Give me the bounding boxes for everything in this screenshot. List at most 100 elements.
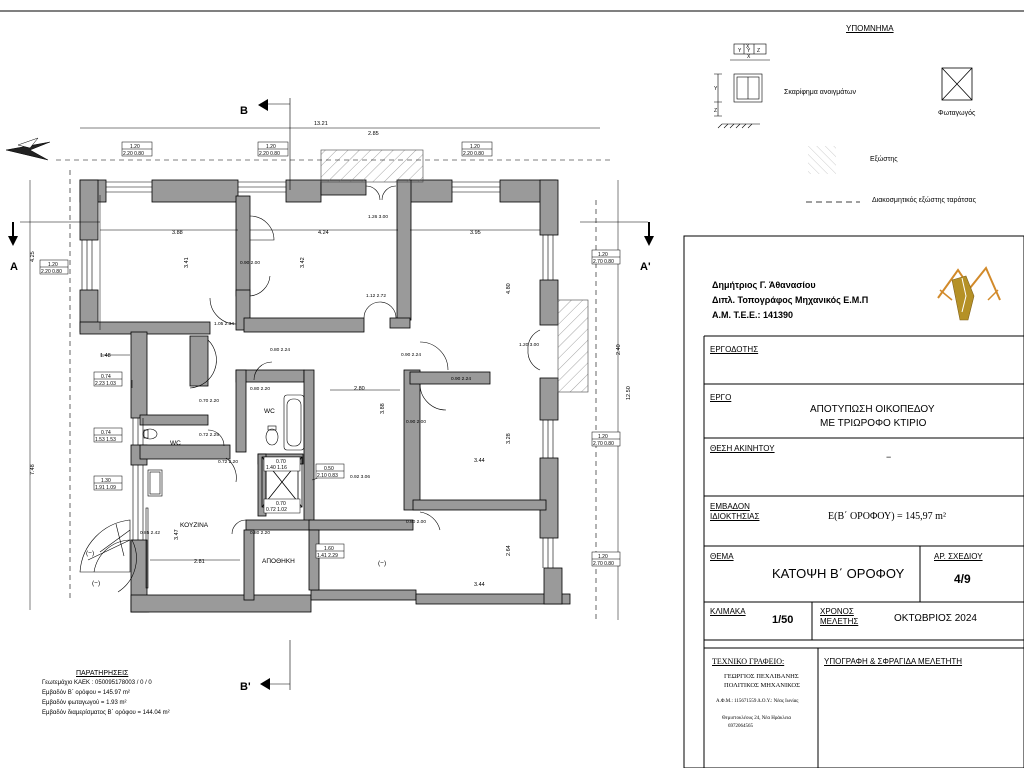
legend-openings-icon <box>714 43 770 129</box>
dim-label: 7.48 <box>30 464 36 475</box>
drawing-number-value: 4/9 <box>954 572 971 586</box>
svg-text:2.23 1.03: 2.23 1.03 <box>95 381 116 387</box>
door-swings <box>117 185 541 593</box>
dim-label: 2.64 <box>506 545 512 556</box>
svg-text:0.72 1.02: 0.72 1.02 <box>266 507 287 513</box>
svg-text:0.80 2.20: 0.80 2.20 <box>250 530 270 536</box>
room-wc-1: WC <box>264 408 275 415</box>
level-marker: (−) <box>92 580 100 587</box>
section-arrow-b-prime <box>260 678 270 690</box>
room-kitchen: ΚΟΥΖΙΝΑ <box>180 522 209 529</box>
svg-text:0.70: 0.70 <box>276 459 286 465</box>
dim-label: 3.88 <box>172 230 183 236</box>
sanitary-fixtures <box>142 394 305 589</box>
dim-label: 12.50 <box>626 386 632 400</box>
svg-text:1.91 1.09: 1.91 1.09 <box>95 485 116 491</box>
balcony-legend-icon <box>808 146 836 174</box>
svg-text:2.70 0.80: 2.70 0.80 <box>593 259 614 265</box>
legend-openings-label: Σκαρίφημα ανοιγμάτων <box>784 89 856 96</box>
office-line: Α.Φ.Μ.: 115671559 Δ.Ο.Υ.: Νέας Ιωνίας <box>716 699 799 704</box>
svg-text:B': B' <box>240 681 251 693</box>
svg-text:1.20: 1.20 <box>598 554 608 560</box>
signature-label: ΥΠΟΓΡΑΦΗ & ΣΦΡΑΓΙΔΑ ΜΕΛΕΤΗΤΗ <box>824 657 963 666</box>
dim-label: 2.81 <box>194 559 205 565</box>
svg-text:0.72 2.20: 0.72 2.20 <box>218 459 238 465</box>
surveyor-logo <box>937 266 1001 321</box>
svg-text:B: B <box>240 105 248 117</box>
svg-text:1.05 2.34: 1.05 2.34 <box>214 321 234 327</box>
svg-text:Y: Y <box>714 86 718 92</box>
office-line: ΓΕΩΡΓΙΟΣ ΠΕΧΛΙΒΑΝΗΣ <box>724 673 799 680</box>
level-marker: (−) <box>86 550 94 557</box>
notes-title: ΠΑΡΑΤΗΡΗΣΕΙΣ <box>76 670 129 677</box>
client-label: ΕΡΓΟΔΟΤΗΣ <box>710 345 759 354</box>
svg-text:0.70 2.20: 0.70 2.20 <box>199 398 219 404</box>
scale-label: ΚΛΙΜΑΚΑ <box>710 607 746 616</box>
svg-text:1.60: 1.60 <box>324 546 334 552</box>
svg-text:0.80 2.00: 0.80 2.00 <box>406 519 426 525</box>
svg-text:1.53 1.53: 1.53 1.53 <box>95 437 116 443</box>
dim-label: 4.80 <box>506 283 512 294</box>
area-value: Ε(Β΄ ΟΡΟΦΟΥ) = 145,97 m² <box>828 511 946 522</box>
svg-text:0.85 2.42: 0.85 2.42 <box>140 530 160 536</box>
spiral-stair <box>79 519 131 573</box>
dim-label: 3.28 <box>506 433 512 444</box>
svg-text:1.40 1.16: 1.40 1.16 <box>266 465 287 471</box>
office-line: ΠΟΛΙΤΙΚΟΣ ΜΗΧΑΝΙΚΟΣ <box>724 682 800 689</box>
svg-text:Z: Z <box>757 48 760 54</box>
svg-text:1.41 2.29: 1.41 2.29 <box>317 553 338 559</box>
notes-line: Εμβαδόν διαμερίσματος Β΄ ορόφου = 144.04… <box>42 710 170 716</box>
exterior-walls <box>79 179 571 613</box>
svg-text:1.12 2.72: 1.12 2.72 <box>366 293 386 299</box>
theme-value: ΚΑΤΟΨΗ Β΄ ΟΡΟΦΟΥ <box>772 566 905 581</box>
svg-text:0.80 2.24: 0.80 2.24 <box>270 347 290 353</box>
svg-text:Y: Y <box>747 48 751 54</box>
svg-text:1.20 3.00: 1.20 3.00 <box>519 342 539 348</box>
notes-line: Γεωτεμάχιο ΚΑΕΚ : 050095178003 / 0 / 0 <box>42 680 152 686</box>
location-value: − <box>886 452 892 462</box>
dim-label: 13.21 <box>314 121 328 127</box>
window-openings <box>81 181 554 568</box>
level-marker: (−) <box>378 560 386 567</box>
balcony-right <box>557 299 589 393</box>
dim-label: 2.40 <box>616 344 622 355</box>
drawing-number-label: ΑΡ. ΣΧΕΔΙΟΥ <box>934 552 983 561</box>
section-arrow-b <box>258 99 268 111</box>
svg-text:2.20 0.80: 2.20 0.80 <box>123 151 144 157</box>
svg-text:0.70: 0.70 <box>276 501 286 507</box>
dim-label: 3.95 <box>470 230 481 236</box>
notes-line: Εμβαδόν Β΄ ορόφου = 145.97 m² <box>42 690 130 696</box>
svg-text:0.74: 0.74 <box>101 374 111 380</box>
area-label-1: ΕΜΒΑΔΟΝ <box>710 502 750 511</box>
svg-text:2.70 0.80: 2.70 0.80 <box>593 441 614 447</box>
svg-text:2.20 0.80: 2.20 0.80 <box>259 151 280 157</box>
svg-text:A': A' <box>640 261 651 273</box>
svg-text:0.80 2.20: 0.80 2.20 <box>250 386 270 392</box>
dim-label: 3.88 <box>380 403 386 414</box>
section-arrow-a-prime <box>644 236 654 246</box>
svg-text:0.90 2.00: 0.90 2.00 <box>406 419 426 425</box>
window-tag-labels: 1.202.20 0.80 1.202.20 0.80 1.202.20 0.8… <box>41 144 614 567</box>
legend-title: ΥΠΟΜΝΗΜΑ <box>846 24 894 33</box>
project-line-2: ΜΕ ΤΡΙΩΡΟΦΟ ΚΤΙΡΙΟ <box>820 418 927 429</box>
section-markers: A A' B B' <box>10 105 651 693</box>
dim-label: 3.41 <box>184 257 190 268</box>
legend-dashed-label: Διακοσμητικός εξώστης ταράτσας <box>872 197 976 204</box>
skylight-legend-icon <box>941 67 973 101</box>
legend-balcony-label: Εξώστης <box>870 156 898 163</box>
svg-text:0.90 2.24: 0.90 2.24 <box>451 376 471 382</box>
office-label: ΤΕΧΝΙΚΟ ΓΡΑΦΕΙΟ: <box>712 657 785 666</box>
svg-text:2.70 0.80: 2.70 0.80 <box>593 561 614 567</box>
dimension-labels: 3.88 4.24 3.95 3.41 3.42 4.80 2.80 3.88 … <box>30 121 632 588</box>
area-label-2: ΙΔΙΟΚΤΗΣΙΑΣ <box>710 512 760 521</box>
svg-text:2.20 0.80: 2.20 0.80 <box>463 151 484 157</box>
office-line: Θεμιστοκλέους 24, Νέα Ηράκλεια <box>722 716 792 721</box>
svg-text:1.20: 1.20 <box>598 252 608 258</box>
svg-text:0.92 3.06: 0.92 3.06 <box>350 474 370 480</box>
project-line-1: ΑΠΟΤΥΠΩΣΗ ΟΙΚΟΠΕΔΟΥ <box>810 404 935 415</box>
svg-text:X: X <box>747 54 751 60</box>
north-arrow-icon <box>5 137 51 161</box>
svg-text:1.30: 1.30 <box>101 478 111 484</box>
svg-text:0.74: 0.74 <box>101 430 111 436</box>
